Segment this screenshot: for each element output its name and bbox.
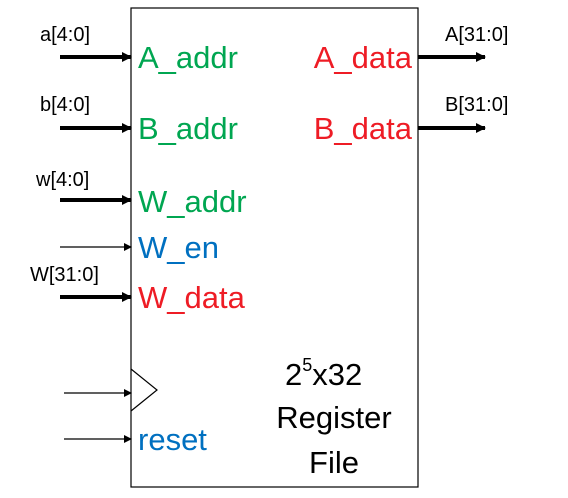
port-b-data: B_data xyxy=(314,111,413,146)
size-base: 2 xyxy=(285,357,302,392)
b-input-label: b[4:0] xyxy=(40,94,90,116)
b-output-label: B[31:0] xyxy=(445,94,508,116)
port-w-en: W_en xyxy=(138,230,219,265)
port-a-addr: A_addr xyxy=(138,40,238,75)
size-exponent: 5 xyxy=(302,355,312,375)
size-rest: x32 xyxy=(312,357,362,392)
port-reset: reset xyxy=(138,422,207,457)
block-size-label: 25x32 xyxy=(285,355,362,392)
wdata-input-label: W[31:0] xyxy=(30,264,99,286)
clock-triangle xyxy=(130,368,158,412)
block-name-line2: Register xyxy=(276,400,391,435)
block-name-line3: File xyxy=(309,445,359,480)
register-file-block xyxy=(130,7,419,488)
port-w-addr: W_addr xyxy=(138,184,247,219)
w-input-label: w[4:0] xyxy=(35,169,89,191)
a-output-label: A[31:0] xyxy=(445,24,508,46)
port-b-addr: B_addr xyxy=(138,111,238,146)
port-a-data: A_data xyxy=(314,40,413,75)
port-w-data: W_data xyxy=(138,280,246,315)
a-input-label: a[4:0] xyxy=(40,24,90,46)
